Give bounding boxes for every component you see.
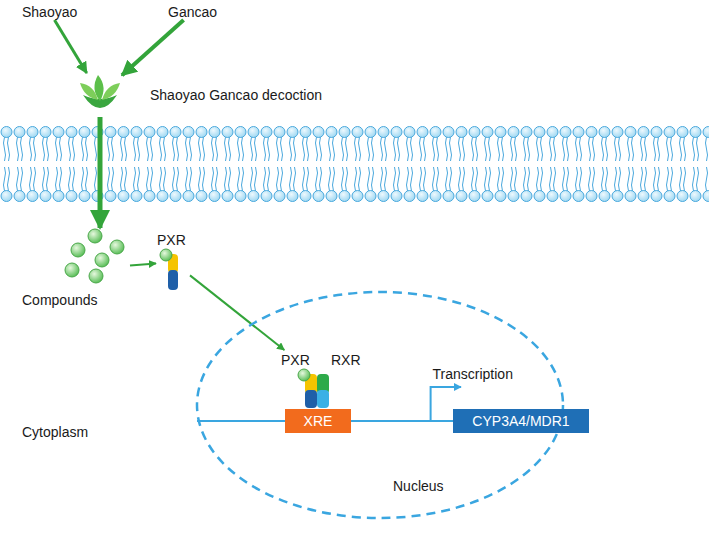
receptor: PXR [156, 232, 190, 292]
region-label: Cytoplasm [22, 424, 88, 440]
edge-label: Transcription [433, 366, 513, 382]
flow-arrow [122, 20, 184, 75]
compound-dots [65, 229, 124, 283]
pxr-receptor-symbol [160, 249, 178, 290]
node-text: PXR [157, 232, 186, 248]
node-text: XRE [304, 413, 333, 429]
node-text: RXR [331, 352, 361, 368]
compound-cluster: Compounds [20, 228, 130, 312]
transcription-arrow [351, 387, 461, 421]
node-text: Shaoyao Gancao decoction [150, 87, 322, 103]
flow-arrow [190, 275, 284, 350]
node-text: Gancao [168, 4, 217, 20]
node-text: Shaoyao [22, 4, 77, 20]
source-label: Shaoyao [22, 4, 77, 20]
nucleus-outline [195, 290, 565, 520]
node-text: Nucleus [393, 478, 444, 494]
node-text: CYP3A4/MDR1 [472, 413, 569, 429]
flow-arrow [130, 263, 156, 265]
response-element-box: XRE [285, 409, 351, 433]
herb-icon [78, 73, 122, 117]
source-label: Gancao [168, 4, 217, 20]
node-text: PXR [281, 352, 310, 368]
flow-arrow [55, 20, 87, 73]
nucleus: NucleusPXRRXRXRECYP3A4/MDR1 [195, 290, 565, 520]
flow-arrow [98, 117, 103, 228]
lipid-bilayer [0, 126, 709, 202]
receptor-complex: PXR RXR [281, 350, 361, 408]
gene-box: CYP3A4/MDR1 [453, 409, 589, 433]
decoction-icon: Shaoyao Gancao decoction [78, 73, 122, 117]
node-text: Compounds [22, 292, 98, 308]
